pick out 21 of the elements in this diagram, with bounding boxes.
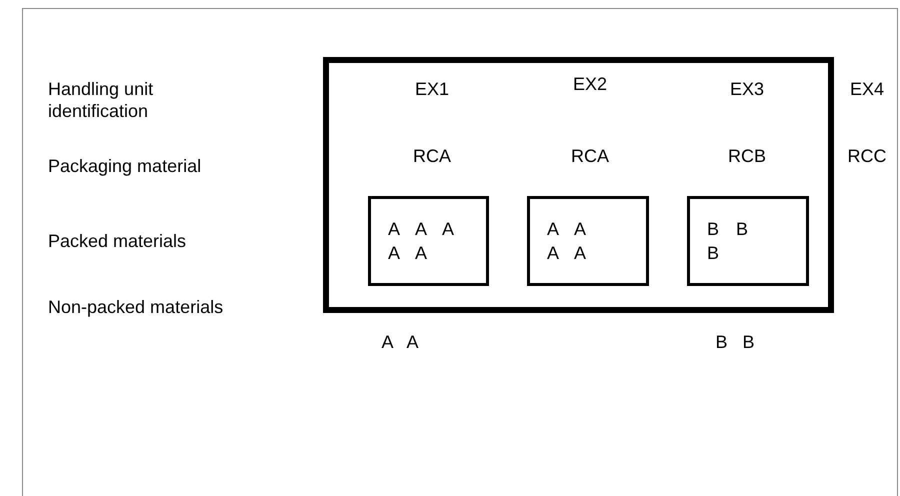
row-label: Non-packed materials	[48, 296, 224, 318]
material-letters: A A A A	[547, 218, 588, 265]
row-label: Packaging material	[48, 155, 202, 177]
packaging-code: RCA	[571, 145, 609, 167]
handling-unit-box	[323, 57, 834, 313]
packing-box	[687, 196, 809, 286]
material-letters: A A	[381, 331, 419, 353]
packaging-code: RCA	[413, 145, 451, 167]
unit-id: EX4	[850, 78, 884, 100]
row-label: Packed materials	[48, 230, 186, 252]
material-letters: B B B	[707, 218, 750, 265]
unit-id: EX2	[572, 73, 608, 95]
packing-box	[527, 196, 649, 286]
material-letters: A A A A A	[388, 218, 455, 265]
row-label: Handling unit identification	[48, 78, 154, 122]
unit-id: EX3	[730, 78, 764, 100]
packaging-code: RCB	[728, 145, 766, 167]
material-letters: B B	[716, 331, 754, 353]
packing-box	[368, 196, 489, 286]
unit-id: EX1	[414, 78, 450, 100]
packaging-code: RCC	[848, 145, 886, 167]
